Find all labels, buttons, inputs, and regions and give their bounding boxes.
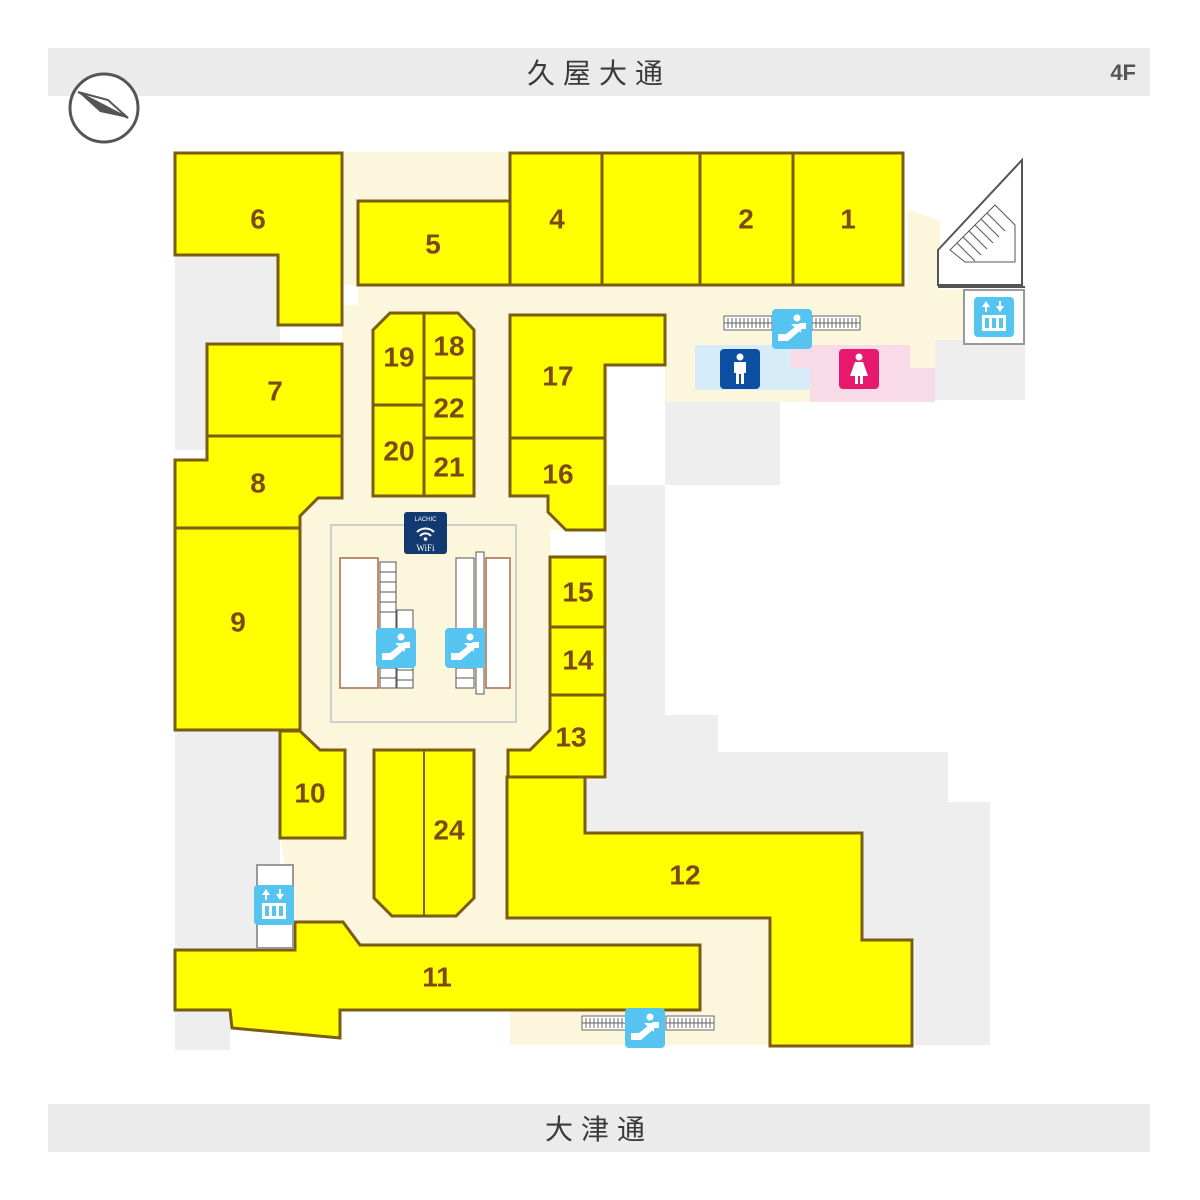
shop-18[interactable]: 18 bbox=[422, 311, 476, 380]
shop-13[interactable]: 13 bbox=[506, 693, 607, 779]
shop-24-number: 24 bbox=[433, 815, 465, 846]
shop-16[interactable]: 16 bbox=[508, 436, 607, 532]
shop-15-number: 15 bbox=[562, 577, 593, 608]
womens-restroom-icon bbox=[839, 349, 879, 389]
shop-8-number: 8 bbox=[250, 468, 266, 499]
shop-5[interactable]: 5 bbox=[356, 199, 512, 287]
shop-1-number: 1 bbox=[840, 204, 856, 235]
shop-3[interactable] bbox=[600, 151, 702, 287]
shop-19-number: 19 bbox=[383, 342, 414, 373]
escalator-icon bbox=[445, 628, 485, 668]
grey-area bbox=[665, 400, 780, 485]
wifi-icon: LACHIC WiFi bbox=[404, 512, 447, 554]
shop-9-number: 9 bbox=[230, 607, 246, 638]
shop-12-number: 12 bbox=[669, 860, 700, 891]
shop-4[interactable]: 4 bbox=[508, 151, 604, 287]
north-street-bar: 久屋大通 4F bbox=[48, 48, 1150, 96]
shop-1[interactable]: 1 bbox=[791, 151, 905, 287]
grey-area bbox=[780, 340, 1025, 400]
elevator-icon[interactable] bbox=[963, 289, 1025, 345]
shop-10-number: 10 bbox=[294, 778, 325, 809]
escalator-icon bbox=[376, 628, 416, 668]
shop-21[interactable]: 21 bbox=[422, 436, 476, 498]
grey-area bbox=[175, 1010, 230, 1050]
shop-16-number: 16 bbox=[542, 459, 573, 490]
shop-8[interactable]: 8 bbox=[173, 434, 344, 530]
shop-21-number: 21 bbox=[433, 452, 464, 483]
atrium-escalator-left[interactable] bbox=[339, 557, 416, 689]
wifi-brand: LACHIC bbox=[414, 517, 437, 523]
shop-17[interactable]: 17 bbox=[508, 313, 667, 440]
shop-19[interactable]: 19 bbox=[371, 311, 426, 407]
shop-24[interactable]: 24 bbox=[372, 748, 476, 918]
wifi-label: WiFi bbox=[416, 543, 435, 553]
shop-13-number: 13 bbox=[555, 722, 586, 753]
shop-22[interactable]: 22 bbox=[422, 376, 476, 440]
shop-20[interactable]: 20 bbox=[371, 403, 426, 498]
floor-indicator: 4F bbox=[1110, 60, 1136, 85]
shop-7-number: 7 bbox=[267, 376, 283, 407]
grey-area bbox=[585, 485, 990, 1045]
shop-22-number: 22 bbox=[433, 393, 464, 424]
south-street-bar: 大津通 bbox=[48, 1104, 1150, 1152]
elevator-icon[interactable] bbox=[254, 864, 294, 949]
south-street-name: 大津通 bbox=[544, 1113, 653, 1146]
shop-5-number: 5 bbox=[425, 229, 441, 260]
shop-11-number: 11 bbox=[422, 962, 452, 993]
stairs-icon bbox=[937, 157, 1025, 288]
shop-2[interactable]: 2 bbox=[698, 151, 795, 287]
shop-18-number: 18 bbox=[433, 331, 464, 362]
shop-6-number: 6 bbox=[250, 204, 266, 235]
shop-14[interactable]: 14 bbox=[548, 625, 607, 697]
shop-15[interactable]: 15 bbox=[548, 555, 607, 629]
compass-icon bbox=[68, 72, 140, 144]
shop-6[interactable]: 6 bbox=[173, 151, 344, 327]
shop-17-number: 17 bbox=[542, 361, 573, 392]
shop-2-number: 2 bbox=[738, 204, 754, 235]
shop-7[interactable]: 7 bbox=[205, 342, 344, 438]
corridor bbox=[475, 750, 510, 950]
shop-14-number: 14 bbox=[562, 645, 594, 676]
shop-12[interactable]: 12 bbox=[505, 775, 914, 1048]
shop-4-number: 4 bbox=[549, 204, 565, 235]
shop-10[interactable]: 10 bbox=[278, 729, 347, 840]
shop-11[interactable]: 11 bbox=[173, 920, 702, 1040]
atrium-escalator-right[interactable] bbox=[445, 551, 511, 695]
mens-restroom-icon bbox=[720, 349, 760, 389]
shop-20-number: 20 bbox=[383, 436, 414, 467]
shop-9[interactable]: 9 bbox=[173, 526, 302, 732]
north-street-name: 久屋大通 bbox=[526, 57, 671, 90]
